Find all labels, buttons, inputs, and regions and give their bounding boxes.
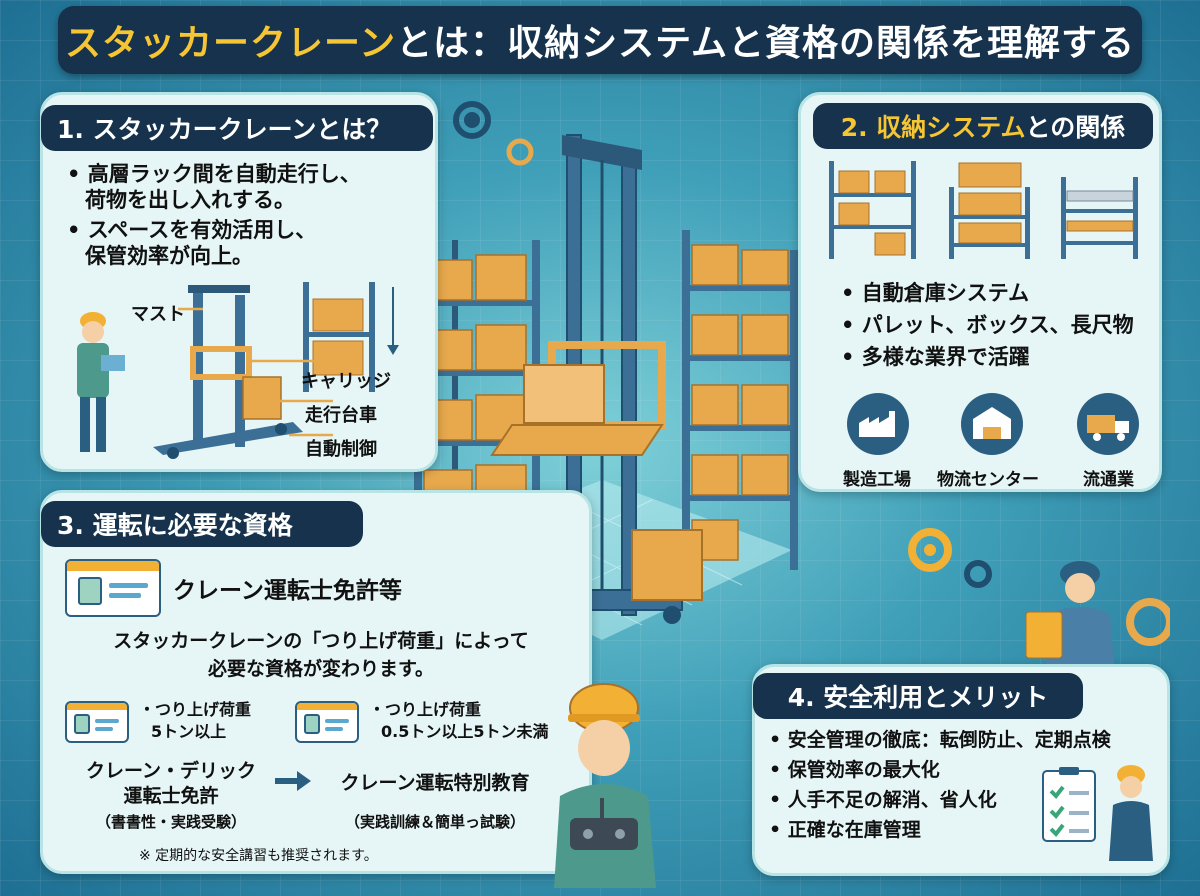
section1-heading: 1. スタッカークレーンとは？ <box>41 105 433 151</box>
gear-icon <box>964 560 992 588</box>
page-title: スタッカークレーンとは：収納システムと資格の関係を理解する <box>58 6 1142 74</box>
case-b-training: クレーン運転特別教育 <box>340 772 530 794</box>
section-required-qualifications: 3. 運転に必要な資格 クレーン運転士免許等 スタッカークレーンの「つり上げ荷重… <box>40 490 592 874</box>
crane-diagram <box>77 282 399 459</box>
license-card-small-icon <box>295 701 359 743</box>
case-b-note: （実践訓練＆簡単っ試験） <box>344 813 525 831</box>
section1-bullet: 高層ラック間を自動走行し、荷物を出し入れする。 <box>67 161 427 213</box>
section-what-is-stacker-crane: 1. スタッカークレーンとは？ 高層ラック間を自動走行し、荷物を出し入れする。 … <box>40 92 438 472</box>
checklist-icon <box>1042 767 1096 842</box>
label-auto-control: 自動制御 <box>305 439 377 460</box>
stacker-crane-illustration <box>414 101 798 640</box>
truck-icon <box>1077 393 1139 455</box>
footnote: ※ 定期的な安全講習も推奨されます。 <box>139 848 378 864</box>
gear-icon <box>453 101 491 139</box>
label-carriage: キャリッジ <box>301 371 391 392</box>
section1-bullets: 高層ラック間を自動走行し、荷物を出し入れする。 スペースを有効活用し、保管効率が… <box>67 161 427 273</box>
gear-icon <box>908 528 952 572</box>
crane-carriage <box>490 341 666 456</box>
section3-heading: 3. 運転に必要な資格 <box>41 501 363 547</box>
license-description: スタッカークレーンの「つり上げ荷重」によって必要な資格が変わります。 <box>113 630 529 680</box>
label-mast: マスト <box>131 304 185 325</box>
label-travel-cart: 走行台車 <box>305 405 377 426</box>
section4-heading: 4. 安全利用とメリット <box>753 673 1083 719</box>
section2-heading-highlight: 2. 収納システム <box>840 113 1026 142</box>
right-rack <box>682 230 798 570</box>
warehouse-icon <box>961 393 1023 455</box>
industry-manufacturing: 製造工場 <box>843 470 911 490</box>
box-rack-icon <box>949 162 1030 259</box>
rack-types-illustration <box>829 161 1138 259</box>
title-rest: とは：収納システムと資格の関係を理解する <box>396 23 1136 64</box>
gear-icon <box>506 138 534 166</box>
case-a-license: クレーン・デリック運転士免許 <box>85 760 257 807</box>
section4-bullets: 安全管理の徹底：転倒防止、定期点検 保管効率の最大化 人手不足の解消、省人化 正… <box>769 725 1111 845</box>
section1-bullet: スペースを有効活用し、保管効率が向上。 <box>67 217 427 269</box>
engineer-pointing-illustration <box>1109 765 1153 861</box>
operator-illustration <box>554 683 656 888</box>
worker-icon <box>77 312 125 452</box>
section2-bullet: パレット、ボックス、長尺物 <box>841 311 1134 339</box>
pallet-rack-icon <box>829 161 916 259</box>
section2-bullets: 自動倉庫システム パレット、ボックス、長尺物 多様な業界で活躍 <box>841 279 1134 375</box>
license-card-small-icon <box>65 701 129 743</box>
section4-bullet: 保管効率の最大化 <box>769 755 1111 785</box>
mini-crane <box>153 285 303 459</box>
section2-bullet: 多様な業界で活躍 <box>841 343 1134 371</box>
section-safety-and-benefits: 4. 安全利用とメリット 安全管理の徹底：転倒防止、定期点検 保管効率の最大化 … <box>752 664 1170 876</box>
license-label: クレーン運転士免許等 <box>173 578 402 604</box>
section4-bullet: 安全管理の徹底：転倒防止、定期点検 <box>769 725 1111 755</box>
section4-bullet: 正確な在庫管理 <box>769 815 1111 845</box>
title-highlight: スタッカークレーン <box>64 23 397 64</box>
factory-icon <box>847 393 909 455</box>
license-card-icon <box>65 559 161 617</box>
section2-heading: 2. 収納システムとの関係 <box>813 103 1153 149</box>
arrow-right-icon <box>275 771 311 791</box>
case-a-note: （書書性・実践受験） <box>95 813 246 831</box>
gear-icon <box>1126 598 1170 646</box>
long-item-rack-icon <box>1061 177 1138 259</box>
mini-rack <box>303 282 399 392</box>
industry-logistics: 物流センター <box>937 470 1039 490</box>
section2-heading-rest: との関係 <box>1025 113 1126 142</box>
engineer-clipboard-illustration <box>1025 561 1170 664</box>
section2-bullet: 自動倉庫システム <box>841 279 1134 307</box>
section4-bullet: 人手不足の解消、省人化 <box>769 785 1111 815</box>
industry-distribution: 流通業 <box>1083 470 1134 490</box>
